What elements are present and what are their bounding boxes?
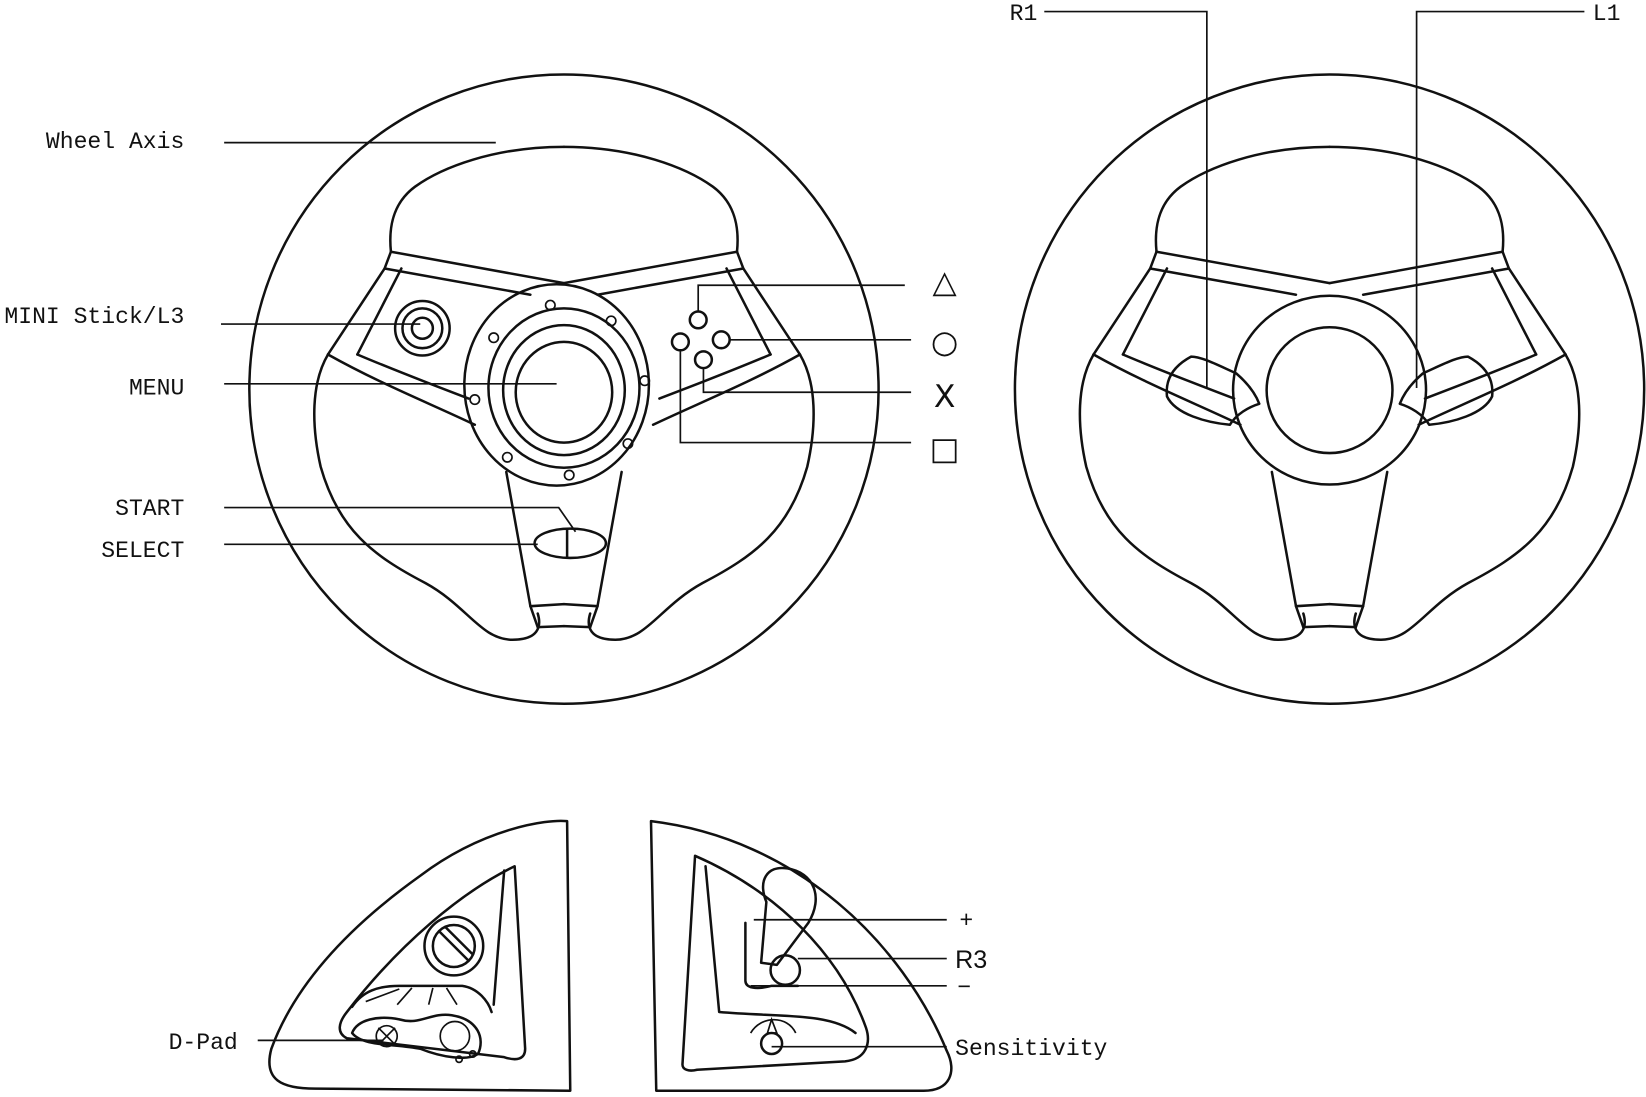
front-wheel: Wheel Axis MINI Stick/L3 MENU START SELE…: [4, 73, 960, 705]
r1-paddle[interactable]: [1165, 355, 1261, 427]
triangle-button[interactable]: [688, 310, 708, 330]
wheel-rim: [248, 73, 880, 705]
wheel-spoke-right: [562, 145, 815, 642]
hub: [463, 282, 651, 487]
back-hub: [1231, 294, 1428, 486]
label-circle: ○: [931, 324, 958, 360]
r3-lever[interactable]: [759, 866, 817, 967]
label-r1: R1: [1010, 1, 1038, 27]
wheel-rim: [1013, 73, 1646, 705]
right-pod: + R3 − Sensitivity: [649, 819, 1108, 1092]
label-cross: X: [934, 379, 956, 415]
wheel-spoke-left: [313, 145, 566, 642]
label-dpad: D-Pad: [169, 1030, 238, 1056]
label-select: SELECT: [101, 538, 184, 564]
l1-paddle[interactable]: [1398, 355, 1494, 427]
label-menu: MENU: [129, 375, 184, 401]
label-r3: R3: [955, 946, 987, 974]
sensitivity-knob[interactable]: [759, 1031, 784, 1056]
mini-stick[interactable]: [393, 299, 451, 357]
cross-button[interactable]: [693, 350, 714, 370]
label-minus: −: [957, 975, 971, 1001]
circle-button[interactable]: [711, 330, 731, 350]
label-start: START: [115, 496, 184, 522]
wheel-spoke-right: [1328, 145, 1581, 642]
label-square: □: [930, 431, 960, 467]
dpad-area[interactable]: [350, 1013, 482, 1060]
label-wheel-axis: Wheel Axis: [46, 129, 184, 155]
left-pod-round-button[interactable]: [423, 915, 485, 977]
square-button[interactable]: [670, 332, 691, 352]
label-l1: L1: [1593, 1, 1621, 27]
wheel-spoke-left: [1078, 145, 1331, 642]
r3-button[interactable]: [769, 954, 802, 987]
label-mini-stick: MINI Stick/L3: [4, 304, 184, 330]
start-select-buttons[interactable]: [533, 527, 608, 560]
left-pod: D-Pad: [169, 819, 572, 1092]
back-wheel: R1 L1: [1010, 1, 1646, 705]
dpad-icon[interactable]: [375, 1024, 399, 1048]
label-sensitivity: Sensitivity: [955, 1036, 1107, 1062]
sensitivity-gauge-icon: [749, 1018, 797, 1034]
label-plus: +: [959, 908, 973, 934]
label-triangle: △: [933, 265, 958, 301]
